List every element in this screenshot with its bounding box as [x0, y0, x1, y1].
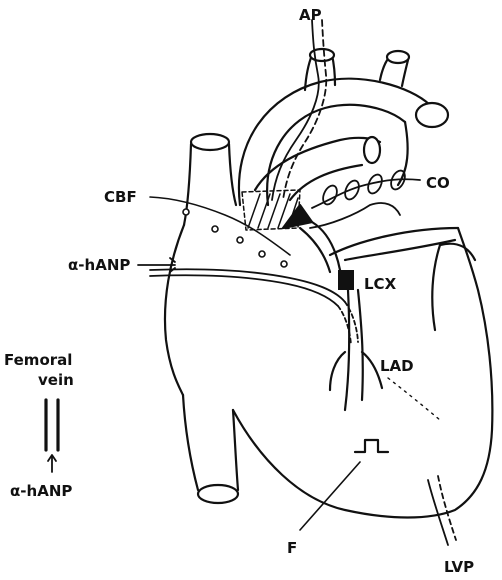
label-femoral: Femoral: [4, 353, 72, 368]
label-lvp: LVP: [444, 560, 474, 575]
label-anp-top: α-hANP: [68, 258, 130, 273]
inferior-vena-cava: [183, 395, 238, 503]
label-lcx: LCX: [364, 277, 396, 292]
label-f: F: [287, 541, 297, 556]
label-co: CO: [426, 176, 450, 191]
label-cbf: CBF: [104, 190, 137, 205]
label-ap: AP: [299, 8, 322, 23]
anp-catheter: [138, 258, 358, 345]
label-anp-bottom: α-hANP: [10, 484, 72, 499]
femoral-arrow: [48, 455, 56, 472]
femoral-vein-catheter: [46, 400, 58, 450]
left-main-occluder: [283, 205, 312, 228]
left-coronary-artery: [300, 222, 475, 410]
label-vein: vein: [38, 373, 74, 388]
label-lad: LAD: [380, 359, 414, 374]
right-atrium-outline: [165, 225, 184, 395]
superior-vena-cava: [184, 134, 236, 225]
cbf-lead: [150, 197, 290, 267]
co-probe-wire: [310, 168, 420, 228]
septal-dotted-line: [388, 378, 440, 420]
f-marker: [300, 440, 388, 530]
aortic-arch: [239, 49, 448, 205]
